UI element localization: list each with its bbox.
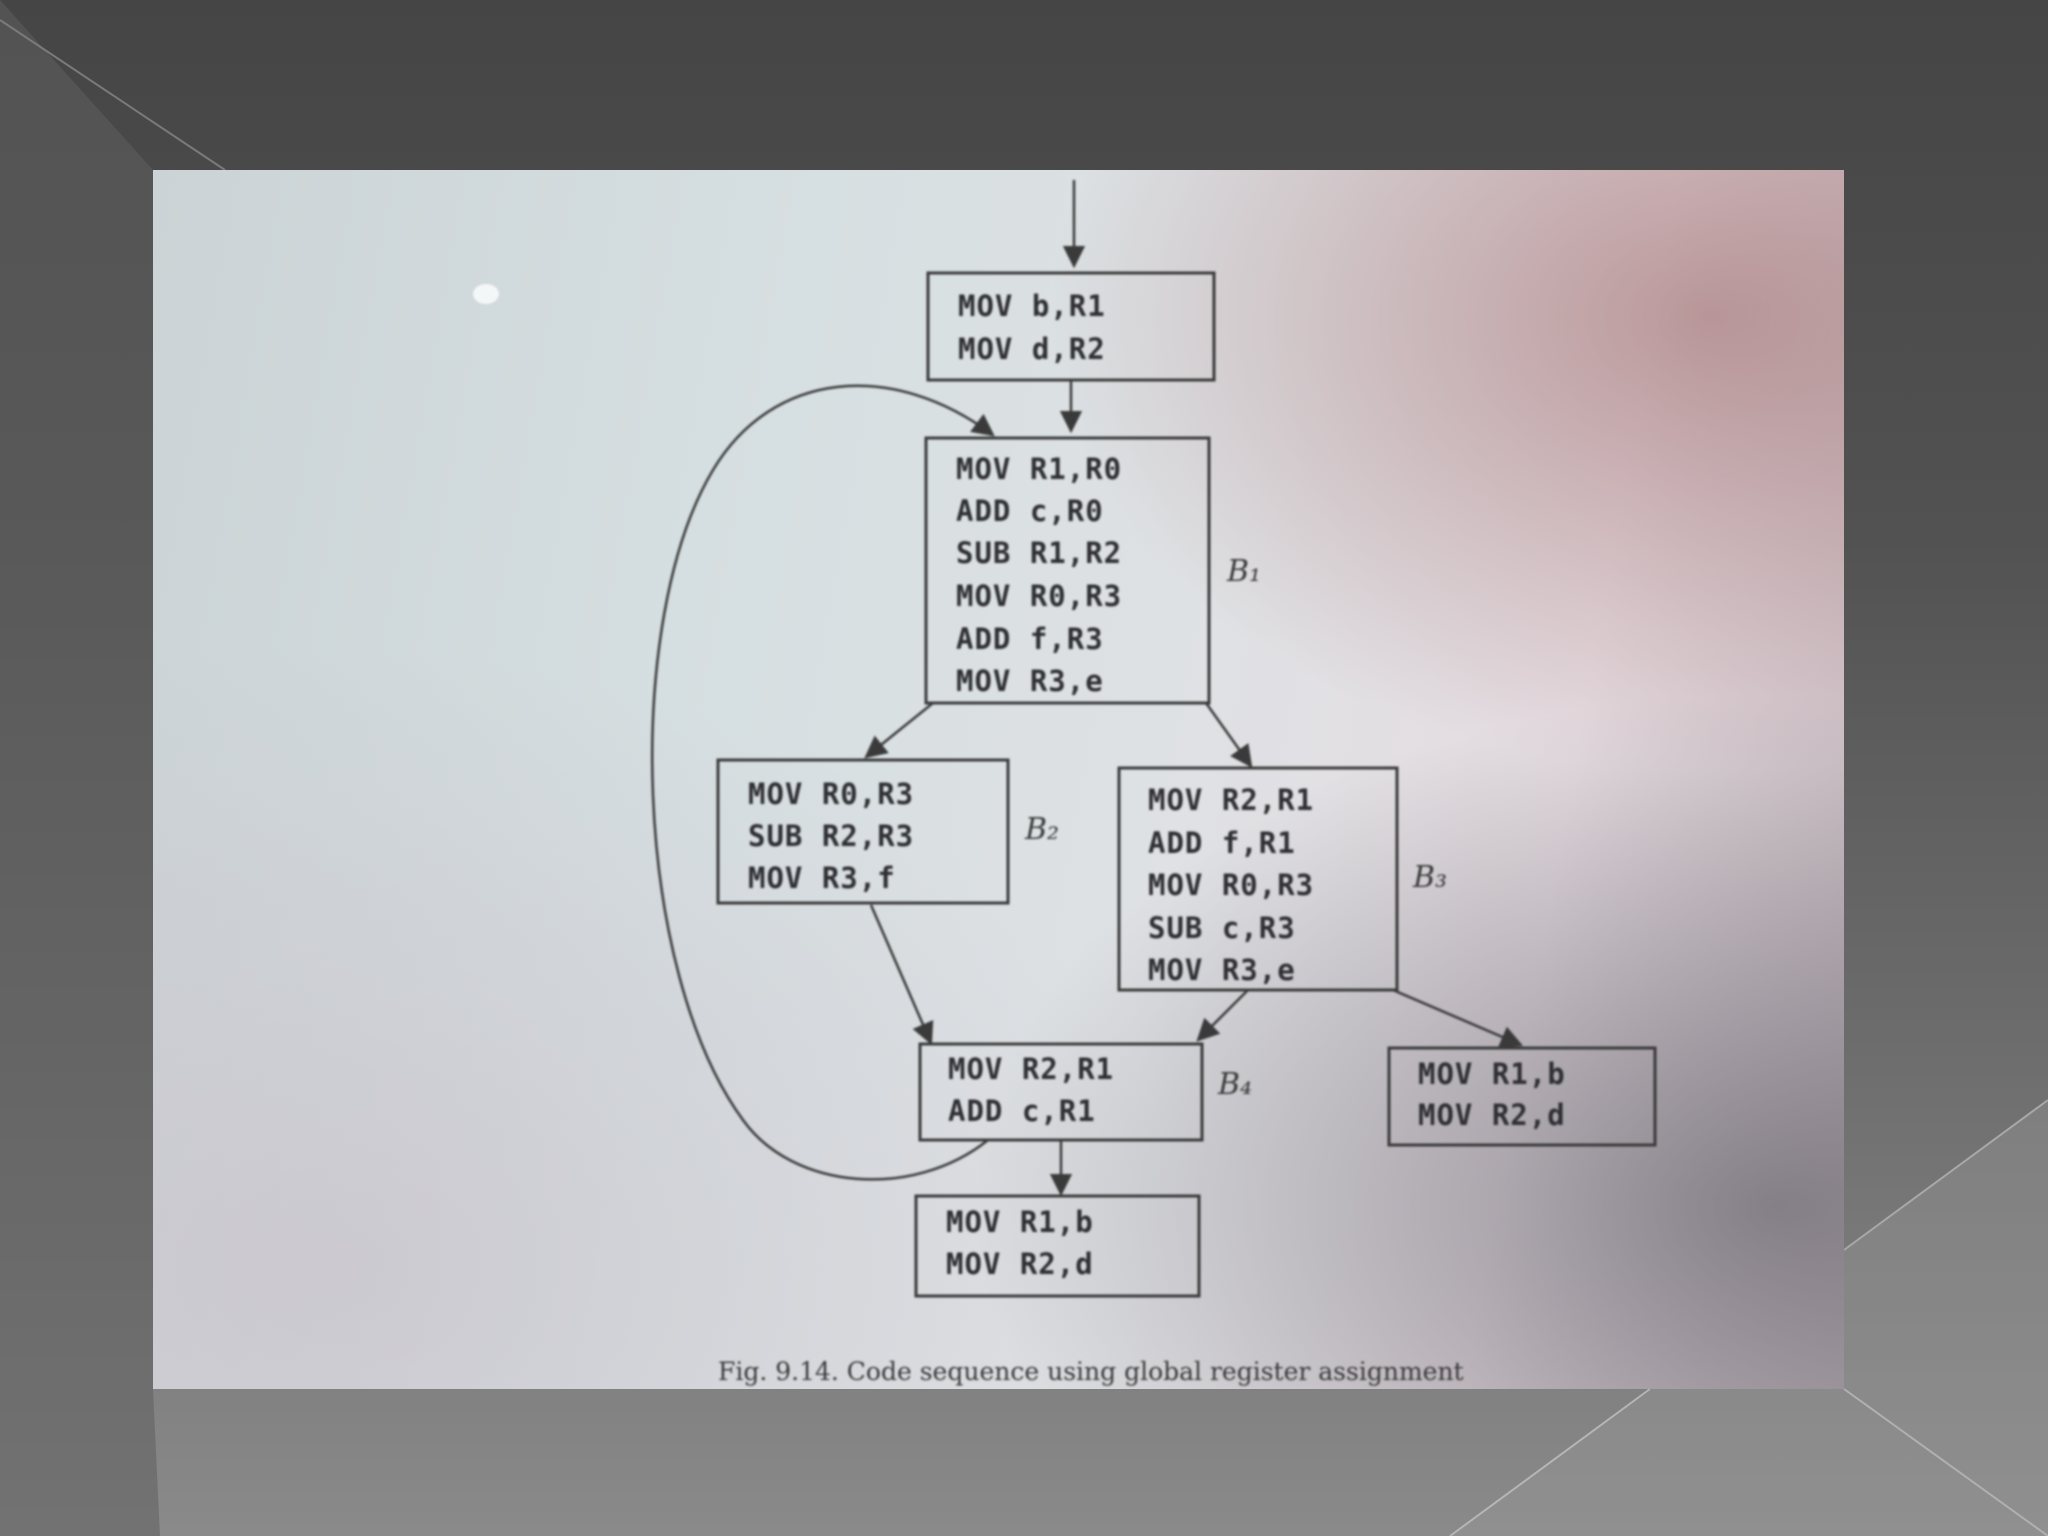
code-line: MOV b,R1 bbox=[958, 289, 1106, 323]
code-line: MOV R2,d bbox=[1418, 1098, 1566, 1132]
code-line: SUB R2,R3 bbox=[748, 819, 914, 853]
block-exit-bottom: MOV R1,b MOV R2,d bbox=[914, 1194, 1201, 1298]
block-label-b4: B₄ bbox=[1217, 1067, 1252, 1102]
block-b3: MOV R2,R1 ADD f,R1 MOV R0,R3 SUB c,R3 MO… bbox=[1117, 766, 1447, 992]
code-line: MOV R0,R3 bbox=[748, 777, 914, 811]
backdrop-line bbox=[1843, 1099, 2048, 1251]
block-b2: MOV R0,R3 SUB R2,R3 MOV R3,f B₂ bbox=[716, 758, 1059, 905]
code-line: MOV R3,f bbox=[748, 861, 896, 895]
block-label-b3: B₃ bbox=[1412, 860, 1447, 895]
code-line: MOV R1,b bbox=[946, 1205, 1094, 1239]
backdrop-panel-left bbox=[0, 0, 160, 1536]
code-line: MOV R0,R3 bbox=[1148, 868, 1314, 902]
code-line: MOV R0,R3 bbox=[956, 579, 1122, 613]
edge-b3-b4 bbox=[1196, 989, 1249, 1042]
code-line: MOV R2,R1 bbox=[948, 1052, 1114, 1086]
figure-caption: Fig. 9.14. Code sequence using global re… bbox=[718, 1357, 1464, 1386]
block-exit-right: MOV R1,b MOV R2,d bbox=[1387, 1046, 1657, 1147]
edge-b1-b3 bbox=[1204, 702, 1253, 768]
code-line: ADD f,R1 bbox=[1148, 826, 1296, 860]
backdrop-panel-right bbox=[1450, 1100, 2048, 1536]
block-b4: MOV R2,R1 ADD c,R1 B₄ bbox=[918, 1042, 1252, 1142]
block-entry: MOV b,R1 MOV d,R2 bbox=[926, 271, 1216, 382]
code-line: ADD c,R1 bbox=[948, 1094, 1096, 1128]
code-line: MOV R2,d bbox=[946, 1247, 1094, 1281]
code-line: MOV R1,b bbox=[1418, 1057, 1566, 1091]
backdrop-line bbox=[1449, 1388, 1651, 1536]
code-line: MOV d,R2 bbox=[958, 332, 1106, 366]
code-line: MOV R1,R0 bbox=[956, 452, 1122, 486]
photo-of-textbook-page: MOV b,R1 MOV d,R2 MOV R1,R0 ADD c,R0 SUB… bbox=[153, 170, 1844, 1389]
edge-b1-b2 bbox=[864, 702, 934, 759]
block-b1: MOV R1,R0 ADD c,R0 SUB R1,R2 MOV R0,R3 A… bbox=[924, 436, 1261, 705]
edge-b2-b4 bbox=[869, 904, 934, 1046]
light-spot bbox=[473, 284, 499, 304]
code-line: SUB R1,R2 bbox=[956, 536, 1122, 570]
edge-b3-exit-right bbox=[1392, 988, 1524, 1048]
edge-loop-b4-b1 bbox=[651, 384, 995, 1181]
backdrop-line bbox=[1843, 1388, 2048, 1536]
code-line: MOV R3,e bbox=[1148, 953, 1296, 987]
flow-graph-diagram: MOV b,R1 MOV d,R2 MOV R1,R0 ADD c,R0 SUB… bbox=[473, 180, 1657, 1386]
code-line: ADD c,R0 bbox=[956, 494, 1104, 528]
code-line: MOV R3,e bbox=[956, 664, 1104, 698]
code-line: MOV R2,R1 bbox=[1148, 783, 1314, 817]
block-label-b1: B₁ bbox=[1226, 554, 1261, 589]
code-line: ADD f,R3 bbox=[956, 622, 1104, 656]
backdrop-line bbox=[0, 19, 226, 171]
code-line: SUB c,R3 bbox=[1148, 911, 1296, 945]
block-label-b2: B₂ bbox=[1024, 812, 1059, 847]
